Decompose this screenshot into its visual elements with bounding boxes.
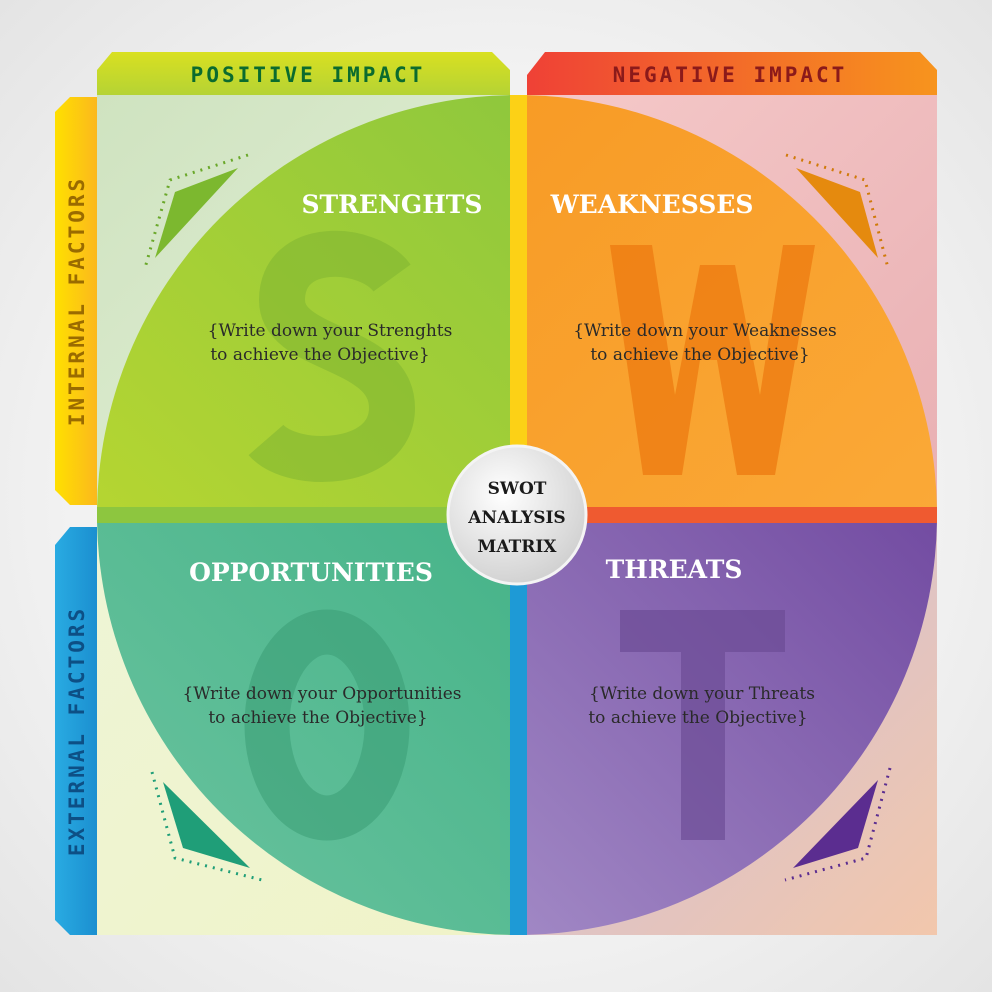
positive-impact-tab: POSITIVE IMPACT xyxy=(97,52,510,95)
threats-title: THREATS xyxy=(606,555,743,584)
external-factors-tab: EXTERNAL FACTORS xyxy=(55,527,97,935)
weaknesses-line-2: to achieve the Objective} xyxy=(590,345,809,365)
center-badge: SWOT ANALYSIS MATRIX xyxy=(446,444,588,586)
divider-bottom xyxy=(510,515,527,935)
center-line-2: ANALYSIS xyxy=(467,508,565,528)
arrow-top-right-icon xyxy=(785,153,890,269)
opportunities-title: OPPORTUNITIES xyxy=(189,558,433,587)
arrow-top-left-icon xyxy=(143,153,249,269)
threats-line-1: {Write down your Threats xyxy=(589,684,815,704)
opportunities-line-1: {Write down your Opportunities xyxy=(182,684,461,704)
watermark-letter-s xyxy=(248,230,416,482)
strengths-line-1: {Write down your Strenghts xyxy=(208,321,453,341)
divider-left xyxy=(97,507,517,523)
center-line-1: SWOT xyxy=(488,479,547,499)
negative-impact-tab: NEGATIVE IMPACT xyxy=(527,52,937,95)
divider-right xyxy=(517,507,937,523)
watermark-letter-t xyxy=(620,610,785,840)
negative-impact-label: NEGATIVE IMPACT xyxy=(613,63,848,87)
divider-top xyxy=(510,95,527,515)
arrow-bottom-left-icon xyxy=(150,771,263,882)
arrow-bottom-right-icon xyxy=(784,767,892,882)
opportunities-line-2: to achieve the Objective} xyxy=(208,708,427,728)
positive-impact-label: POSITIVE IMPACT xyxy=(191,63,426,87)
center-line-3: MATRIX xyxy=(478,537,558,557)
strengths-line-2: to achieve the Objective} xyxy=(210,345,429,365)
weaknesses-title: WEAKNESSES xyxy=(550,190,754,219)
internal-factors-label: INTERNAL FACTORS xyxy=(65,176,89,426)
watermark-letter-w xyxy=(610,245,815,475)
opportunities-quarter xyxy=(97,523,510,935)
strengths-title: STRENGHTS xyxy=(302,190,483,219)
watermark-letter-o xyxy=(244,609,410,841)
internal-factors-tab: INTERNAL FACTORS xyxy=(55,97,97,505)
external-factors-label: EXTERNAL FACTORS xyxy=(65,606,89,856)
weaknesses-line-1: {Write down your Weaknesses xyxy=(573,321,837,341)
threats-line-2: to achieve the Objective} xyxy=(588,708,807,728)
